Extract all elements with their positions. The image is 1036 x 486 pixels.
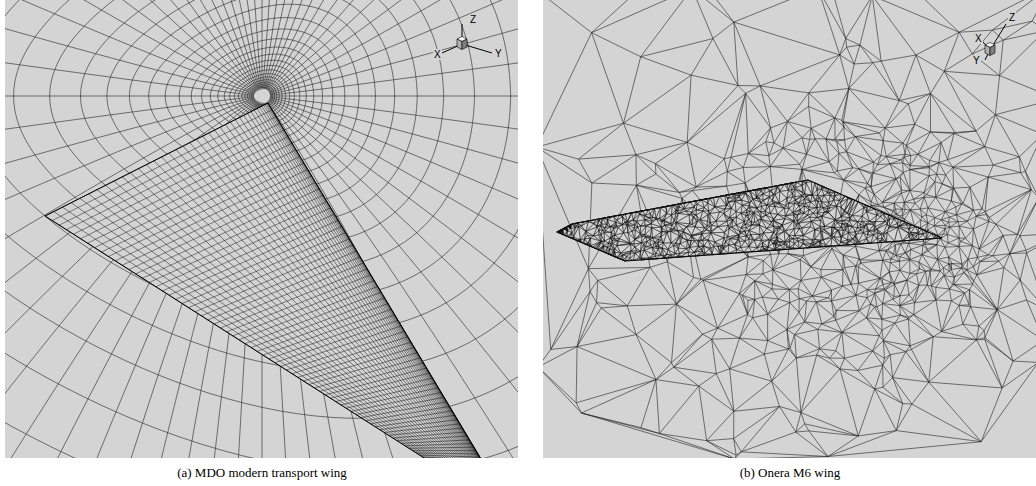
mesh-line: [59, 117, 276, 226]
mesh-line: [270, 96, 518, 97]
mesh-line: [5, 0, 254, 94]
mesh-line: [5, 0, 258, 89]
mesh-line: [81, 137, 289, 239]
axis-cube: [457, 39, 462, 50]
mesh-line: [244, 115, 481, 458]
mesh-line: [5, 0, 254, 95]
mesh-line: [269, 0, 518, 93]
mesh-line: [176, 150, 464, 458]
axis-label: Y: [494, 48, 503, 59]
mesh-line: [557, 180, 942, 261]
wing-surface: [557, 180, 942, 261]
mesh-line: [262, 106, 486, 458]
mesh-line: [190, 143, 468, 458]
figure-caption: (a) MDO modern transport wing: [177, 465, 347, 480]
mesh-line: [268, 0, 518, 90]
mesh-line: [45, 216, 432, 458]
mesh-line: [73, 130, 284, 234]
axis-cube: [985, 45, 990, 56]
mesh-line: [62, 207, 436, 458]
mesh-line: [325, 368, 426, 395]
mesh-line: [201, 251, 356, 316]
mesh-line: [169, 153, 463, 458]
wing-surface: [45, 103, 487, 458]
mesh-line: [5, 0, 518, 458]
mesh-line: [270, 0, 518, 94]
mesh-line: [187, 0, 261, 88]
mesh-line: [262, 0, 263, 88]
mesh-line: [45, 103, 268, 216]
axis-label: Z: [469, 14, 477, 25]
mesh-line: [215, 130, 474, 458]
mesh-line: [269, 315, 395, 359]
axis-cube: [990, 45, 995, 56]
mesh-line: [263, 0, 337, 88]
mesh-line: [346, 388, 438, 408]
axis-cube: [462, 39, 467, 50]
mesh-line: [5, 0, 257, 90]
mesh-line: [5, 0, 258, 89]
mesh-line: [257, 109, 484, 458]
mesh-line: [264, 0, 415, 88]
panel-ground: [543, 0, 1036, 458]
mesh-line: [268, 103, 487, 458]
axis-label: Y: [972, 55, 981, 66]
mesh-line: [195, 245, 353, 312]
mesh-line: [543, 0, 1036, 458]
mesh-line: [5, 0, 255, 93]
mesh-line: [203, 136, 471, 458]
mesh-line: [115, 169, 307, 260]
mesh-line: [267, 0, 518, 90]
mesh-line: [162, 157, 461, 458]
mesh-line: [267, 103, 487, 458]
mesh-line: [114, 181, 449, 458]
mesh-line: [5, 0, 518, 458]
axis-label: X: [433, 49, 442, 60]
axis-label: X: [974, 33, 983, 44]
mesh-line: [106, 185, 447, 458]
mesh-line: [5, 0, 255, 92]
mesh-line: [5, 0, 255, 92]
mesh-line: [266, 104, 486, 458]
mesh-line: [71, 203, 438, 458]
mesh-line: [281, 326, 402, 367]
mesh-line: [88, 143, 293, 243]
mesh-line: [264, 0, 496, 88]
mesh-line: [5, 0, 259, 89]
mesh-line: [89, 194, 443, 458]
axis-triad: [983, 24, 1006, 60]
mesh-line: [196, 139, 469, 458]
mesh-line: [245, 292, 381, 343]
axis-label: Z: [1008, 12, 1016, 23]
mesh-line: [265, 0, 518, 89]
mesh-line: [54, 212, 434, 458]
mesh-line: [95, 150, 296, 248]
mesh-line: [208, 257, 360, 320]
figure-caption: (b) Onera M6 wing: [740, 465, 841, 480]
mesh-line: [270, 0, 518, 95]
mesh-line: [265, 104, 486, 458]
mesh-line: [209, 133, 473, 458]
mesh-line: [109, 0, 260, 88]
mesh-line: [5, 0, 518, 458]
mesh-line: [80, 198, 441, 458]
mesh-line: [183, 146, 466, 458]
mesh-line: [268, 103, 487, 458]
mesh-line: [5, 96, 254, 97]
mesh-line: [286, 331, 404, 370]
mesh-line: [52, 110, 272, 221]
mesh-line: [28, 0, 260, 88]
mesh-line: [101, 156, 299, 252]
mesh-line: [269, 0, 518, 92]
axis-triad: [442, 24, 492, 53]
